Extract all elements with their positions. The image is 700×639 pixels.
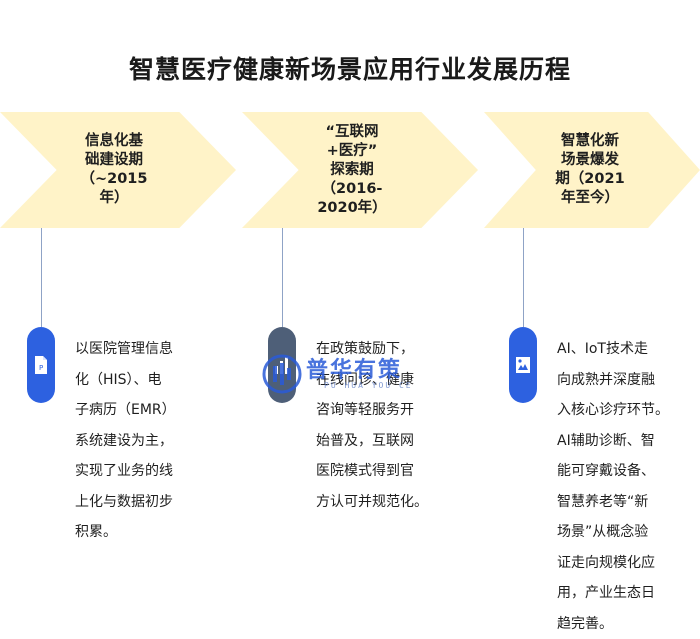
stage-2-marker <box>268 327 296 403</box>
stage-2-heading: “互联网 +医疗” 探索期 （2016- 2020年） <box>317 123 387 216</box>
stage-3-heading: 智慧化新 场景爆发 期（2021 年至今） <box>555 133 625 206</box>
chart-icon <box>275 357 288 374</box>
stage-1-heading: 信息化基 础建设期 （~2015 年） <box>80 133 148 206</box>
stage-3-connector <box>523 228 524 327</box>
document-icon-glyph: P <box>39 364 43 372</box>
diagram-title: 智慧医疗健康新场景应用行业发展历程 <box>128 55 571 84</box>
stage-1-marker: P <box>27 327 55 403</box>
stage-3-description: AI、IoT技术走 向成熟并深度融 入核心诊疗环节。 AI辅助诊断、智 能可穿戴… <box>557 341 669 632</box>
document-icon: P <box>35 356 47 374</box>
image-icon <box>516 357 530 373</box>
stage-1-description: 以医院管理信息 化（HIS）、电 子病历（EMR） 系统建设为主， 实现了业务的… <box>75 341 176 540</box>
stage-3-marker <box>509 327 537 403</box>
stage-2-description: 在政策鼓励下， 在线问诊、健康 咨询等轻服务开 始普及，互联网 医院模式得到官 … <box>316 341 428 510</box>
stage-2-connector <box>282 228 283 327</box>
stage-1-connector <box>41 228 42 327</box>
